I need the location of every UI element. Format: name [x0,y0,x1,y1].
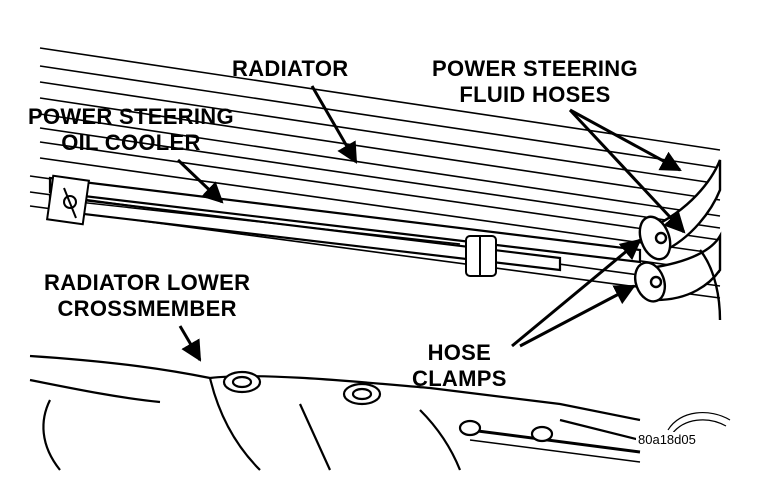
hose-clamp-arrow-upper [511,238,642,348]
hose-clamp-arrow-lower [519,284,636,348]
figure-code: 80a18d05 [636,432,698,447]
hose-clamps [633,215,672,303]
crossmember-grommets [222,370,554,443]
radiator-lower-crossmember-label: RADIATOR LOWER CROSSMEMBER [44,270,251,321]
power-steering-oil-cooler-label: POWER STEERING OIL COOLER [28,104,234,155]
corner-mark [667,412,731,435]
radiator-label: RADIATOR [232,56,349,81]
tube-bracket [465,235,497,277]
hose-clamps-label: HOSE CLAMPS [412,340,507,391]
oil-cooler-arrow [176,158,224,204]
radiator-arrow [310,85,358,164]
fluid-hose-arrow-lower [568,108,686,234]
power-steering-fluid-hoses-label: POWER STEERING FLUID HOSES [432,56,638,107]
crossmember-arrow [178,325,202,362]
fluid-hose-arrow-upper [569,108,682,172]
radiator-lower-crossmember [29,354,641,471]
cooler-bracket [45,174,91,226]
oil-cooler-tubes [48,176,642,272]
leader-arrows [176,85,686,362]
